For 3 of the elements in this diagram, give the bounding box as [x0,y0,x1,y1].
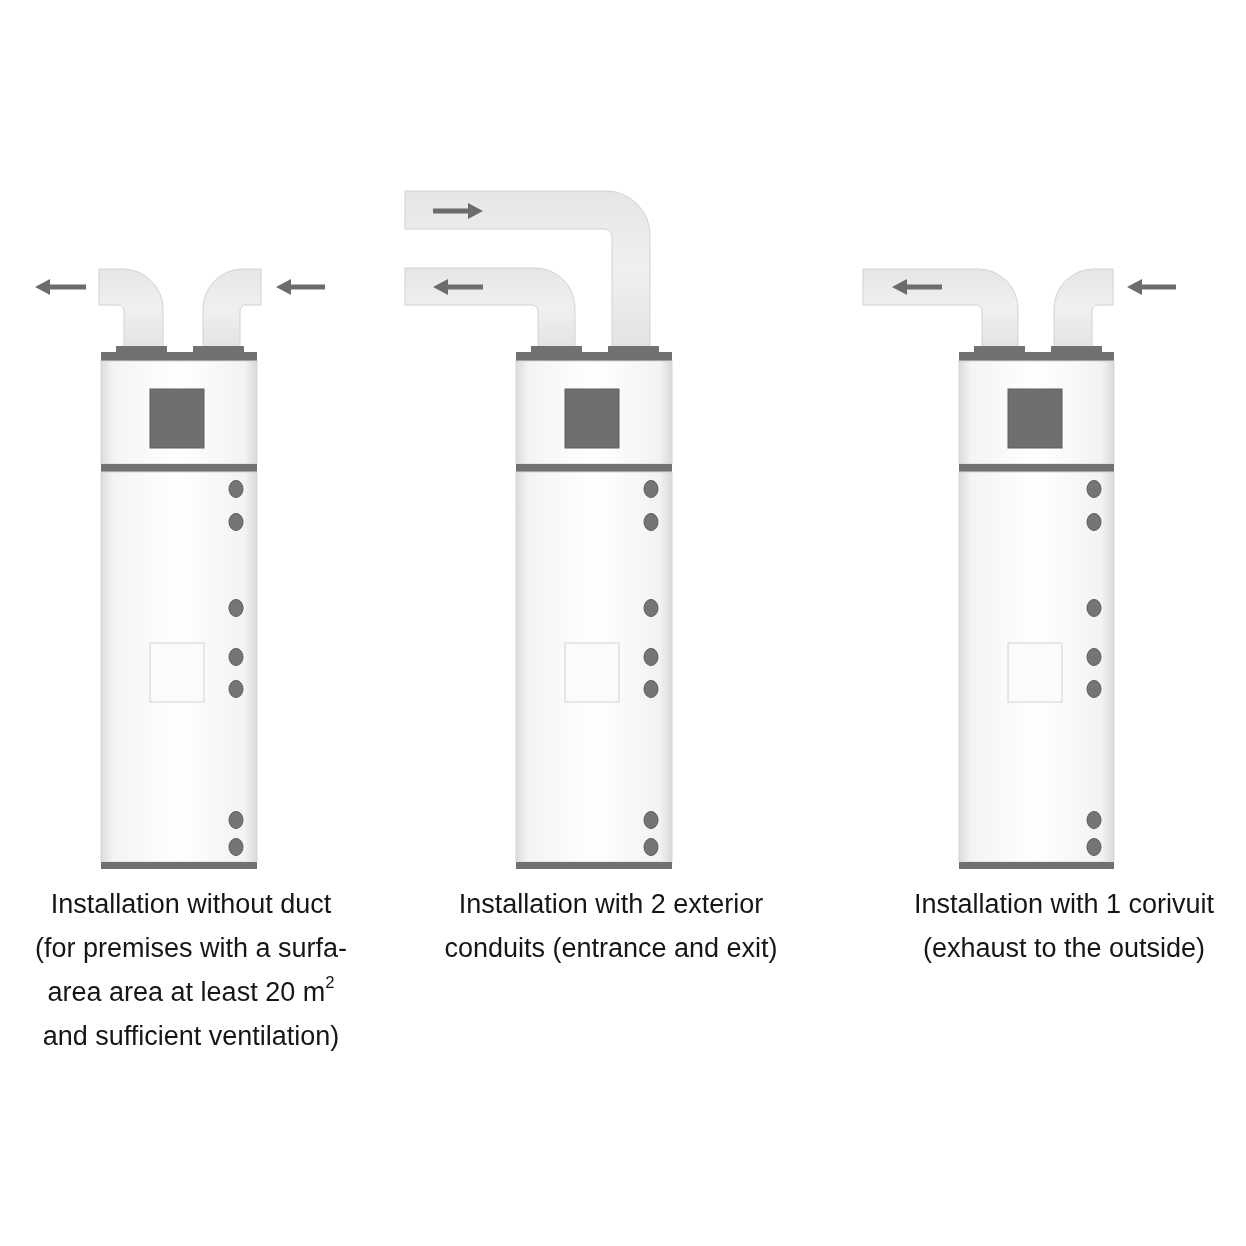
caption: Installation without duct (for premises with a surfa- area area at least 20 m$^{2}$ and sufficient ventilation) [33,888,349,1053]
caption: Installation with 2 exterior conduits (entrance and exit) [443,888,779,965]
caption: Installation with 1 corivuit (exhaust to the outside) [912,888,1216,965]
